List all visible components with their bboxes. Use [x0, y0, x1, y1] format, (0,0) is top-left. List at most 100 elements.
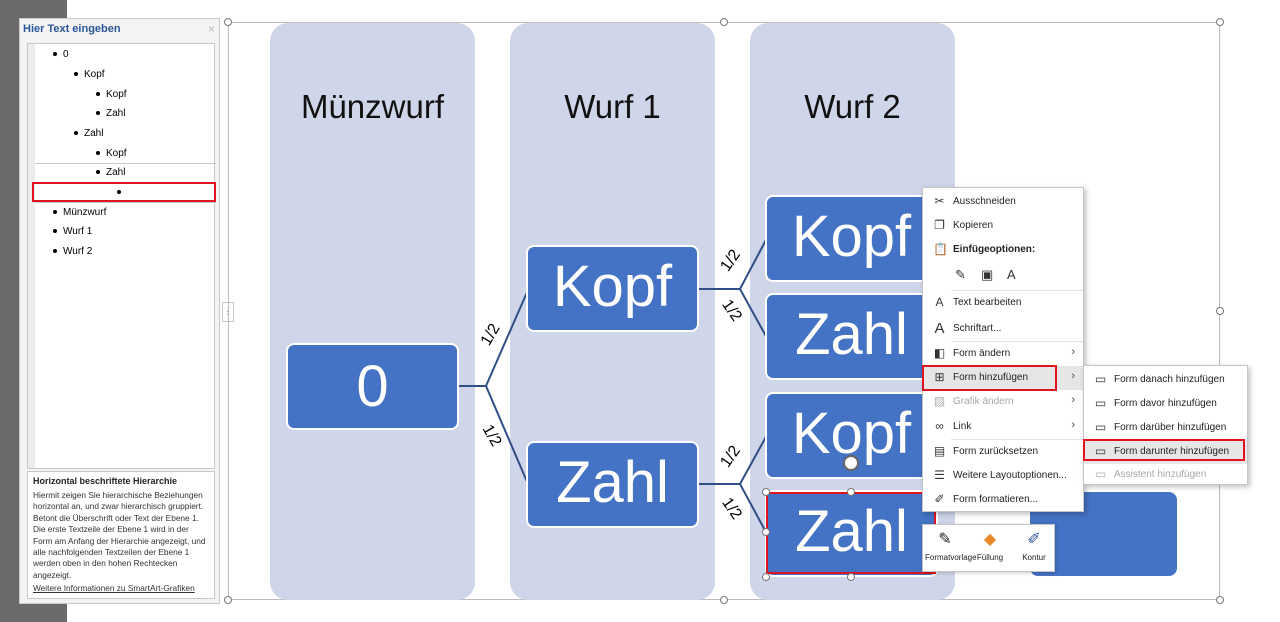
- resize-handle[interactable]: [1216, 596, 1224, 604]
- tree-item-label: 0: [63, 49, 69, 60]
- menu-item-layout-options[interactable]: ☰Weitere Layoutoptionen...: [923, 464, 1083, 488]
- highlight-box: [1083, 439, 1245, 461]
- scissors-icon: ✂: [934, 194, 945, 208]
- resize-handle[interactable]: [847, 573, 855, 581]
- more-info-link[interactable]: Weitere Informationen zu SmartArt-Grafik…: [33, 583, 195, 593]
- menu-divider: [951, 341, 1083, 342]
- resize-handle[interactable]: [847, 488, 855, 496]
- add-shape-icon: ⊞: [934, 370, 945, 384]
- column-header[interactable]: Münzwurf: [300, 88, 445, 125]
- tree-item[interactable]: Münzwurf: [53, 207, 106, 218]
- submenu-item-add-after[interactable]: ▭Form danach hinzufügen: [1084, 368, 1247, 392]
- menu-item-link[interactable]: ∞Link›: [923, 415, 1083, 439]
- clipboard-icon: 📋: [933, 242, 948, 256]
- tree-item-label: Münzwurf: [63, 207, 107, 218]
- submenu-add-shape: ▭Form danach hinzufügen ▭Form davor hinz…: [1083, 365, 1248, 485]
- tree-item[interactable]: 0: [53, 49, 69, 60]
- node-zahl[interactable]: Zahl: [765, 293, 938, 380]
- outline-label: Kontur: [1022, 553, 1046, 562]
- menu-item-cut[interactable]: ✂ Ausschneiden: [923, 190, 1083, 214]
- tree-item[interactable]: Zahl: [74, 128, 103, 139]
- menu-item-change-graphic[interactable]: ▨Grafik ändern›: [923, 390, 1083, 414]
- column-muenzwurf[interactable]: [270, 23, 475, 600]
- menu-item-label: Form hinzufügen: [953, 372, 1029, 383]
- paste-clipboard-icon[interactable]: ▣: [981, 267, 994, 282]
- resize-handle[interactable]: [224, 18, 232, 26]
- column-header[interactable]: Wurf 2: [804, 88, 901, 125]
- tree-item-label: Wurf 2: [63, 246, 93, 257]
- menu-item-label: Link: [953, 421, 972, 432]
- connector-line: [698, 483, 768, 535]
- style-button[interactable]: ✎Formatvorlage: [925, 529, 977, 569]
- mini-toolbar: ✎Formatvorlage ◆Füllung ✐Kontur: [922, 524, 1055, 572]
- tree-item[interactable]: Zahl: [96, 167, 125, 178]
- menu-item-label: Form darüber hinzufügen: [1114, 422, 1227, 433]
- submenu-item-add-assistant[interactable]: ▭ Assistent hinzufügen: [1084, 463, 1247, 487]
- tree-item[interactable]: Kopf: [74, 69, 105, 80]
- paste-keep-format-icon[interactable]: ✎: [955, 267, 966, 282]
- menu-item-label: Ausschneiden: [953, 196, 1016, 207]
- tree-selected-band: [35, 163, 216, 203]
- menu-divider: [951, 290, 1083, 291]
- add-after-icon: ▭: [1094, 372, 1107, 386]
- outline-button[interactable]: ✐Kontur: [1014, 529, 1054, 569]
- tree-item-label: Zahl: [106, 108, 126, 119]
- text-tree[interactable]: 0 Kopf Kopf Zahl Zahl Kopf Zahl Münzwurf…: [27, 43, 216, 469]
- node-kopf[interactable]: Kopf: [526, 245, 699, 332]
- tree-item[interactable]: Zahl: [96, 108, 125, 119]
- text-edit-icon: A: [935, 295, 944, 309]
- menu-item-reset-shape[interactable]: ▤Form zurücksetzen: [923, 440, 1083, 464]
- resize-handle[interactable]: [1216, 307, 1224, 315]
- resize-handle[interactable]: [762, 488, 770, 496]
- connector-line: [698, 288, 768, 339]
- bullet-icon: [53, 229, 57, 234]
- resize-handle[interactable]: [1216, 18, 1224, 26]
- tree-item-empty[interactable]: [117, 187, 127, 198]
- bullet-icon: [74, 131, 78, 136]
- copy-icon: ❐: [934, 218, 945, 232]
- change-shape-icon: ◧: [933, 346, 946, 360]
- submenu-item-add-before[interactable]: ▭Form davor hinzufügen: [1084, 392, 1247, 416]
- submenu-item-add-above[interactable]: ▭Form darüber hinzufügen: [1084, 416, 1247, 440]
- close-icon[interactable]: ×: [207, 22, 215, 36]
- fill-button[interactable]: ◆Füllung: [970, 529, 1010, 569]
- resize-handle[interactable]: [762, 528, 770, 536]
- tree-item[interactable]: Wurf 2: [53, 246, 92, 257]
- bullet-icon: [96, 92, 100, 97]
- layout-description: Horizontal beschriftete Hierarchie Hierm…: [27, 471, 215, 599]
- bullet-icon: [96, 111, 100, 116]
- menu-item-label: Assistent hinzufügen: [1114, 469, 1207, 480]
- highlight-box: [32, 182, 216, 202]
- menu-item-copy[interactable]: ❐Kopieren: [923, 214, 1083, 238]
- resize-handle[interactable]: [224, 596, 232, 604]
- menu-item-format-shape[interactable]: ✐Form formatieren...: [923, 488, 1083, 512]
- selection-highlight: [766, 492, 936, 574]
- text-pane-title: Hier Text eingeben: [23, 23, 121, 35]
- rotate-handle-icon[interactable]: [843, 455, 859, 471]
- tree-item-label: Kopf: [106, 89, 127, 100]
- text-pane: Hier Text eingeben × 0 Kopf Kopf Zahl Za…: [19, 18, 220, 604]
- bullet-icon: [53, 52, 57, 57]
- paste-text-only-icon[interactable]: A: [1007, 267, 1016, 282]
- add-assistant-icon: ▭: [1094, 467, 1107, 481]
- resize-handle[interactable]: [762, 573, 770, 581]
- menu-item-label: Grafik ändern: [953, 396, 1014, 407]
- node-zahl[interactable]: Zahl: [526, 441, 699, 528]
- style-label: Formatvorlage: [925, 553, 977, 562]
- tree-item[interactable]: Kopf: [96, 148, 127, 159]
- tree-item-label: Kopf: [106, 148, 127, 159]
- resize-handle[interactable]: [720, 18, 728, 26]
- resize-handle[interactable]: [720, 596, 728, 604]
- node-zahl-selected[interactable]: Zahl: [765, 490, 938, 577]
- tree-item[interactable]: Wurf 1: [53, 226, 92, 237]
- menu-item-label: Form formatieren...: [953, 494, 1039, 505]
- tree-item[interactable]: Kopf: [96, 89, 127, 100]
- menu-item-change-shape[interactable]: ◧Form ändern›: [923, 342, 1083, 366]
- chevron-right-icon: ›: [1071, 346, 1075, 358]
- chevron-right-icon: ›: [1071, 370, 1075, 382]
- node-root[interactable]: 0: [286, 343, 459, 430]
- node-kopf[interactable]: Kopf: [765, 195, 938, 282]
- column-header[interactable]: Wurf 1: [564, 88, 661, 125]
